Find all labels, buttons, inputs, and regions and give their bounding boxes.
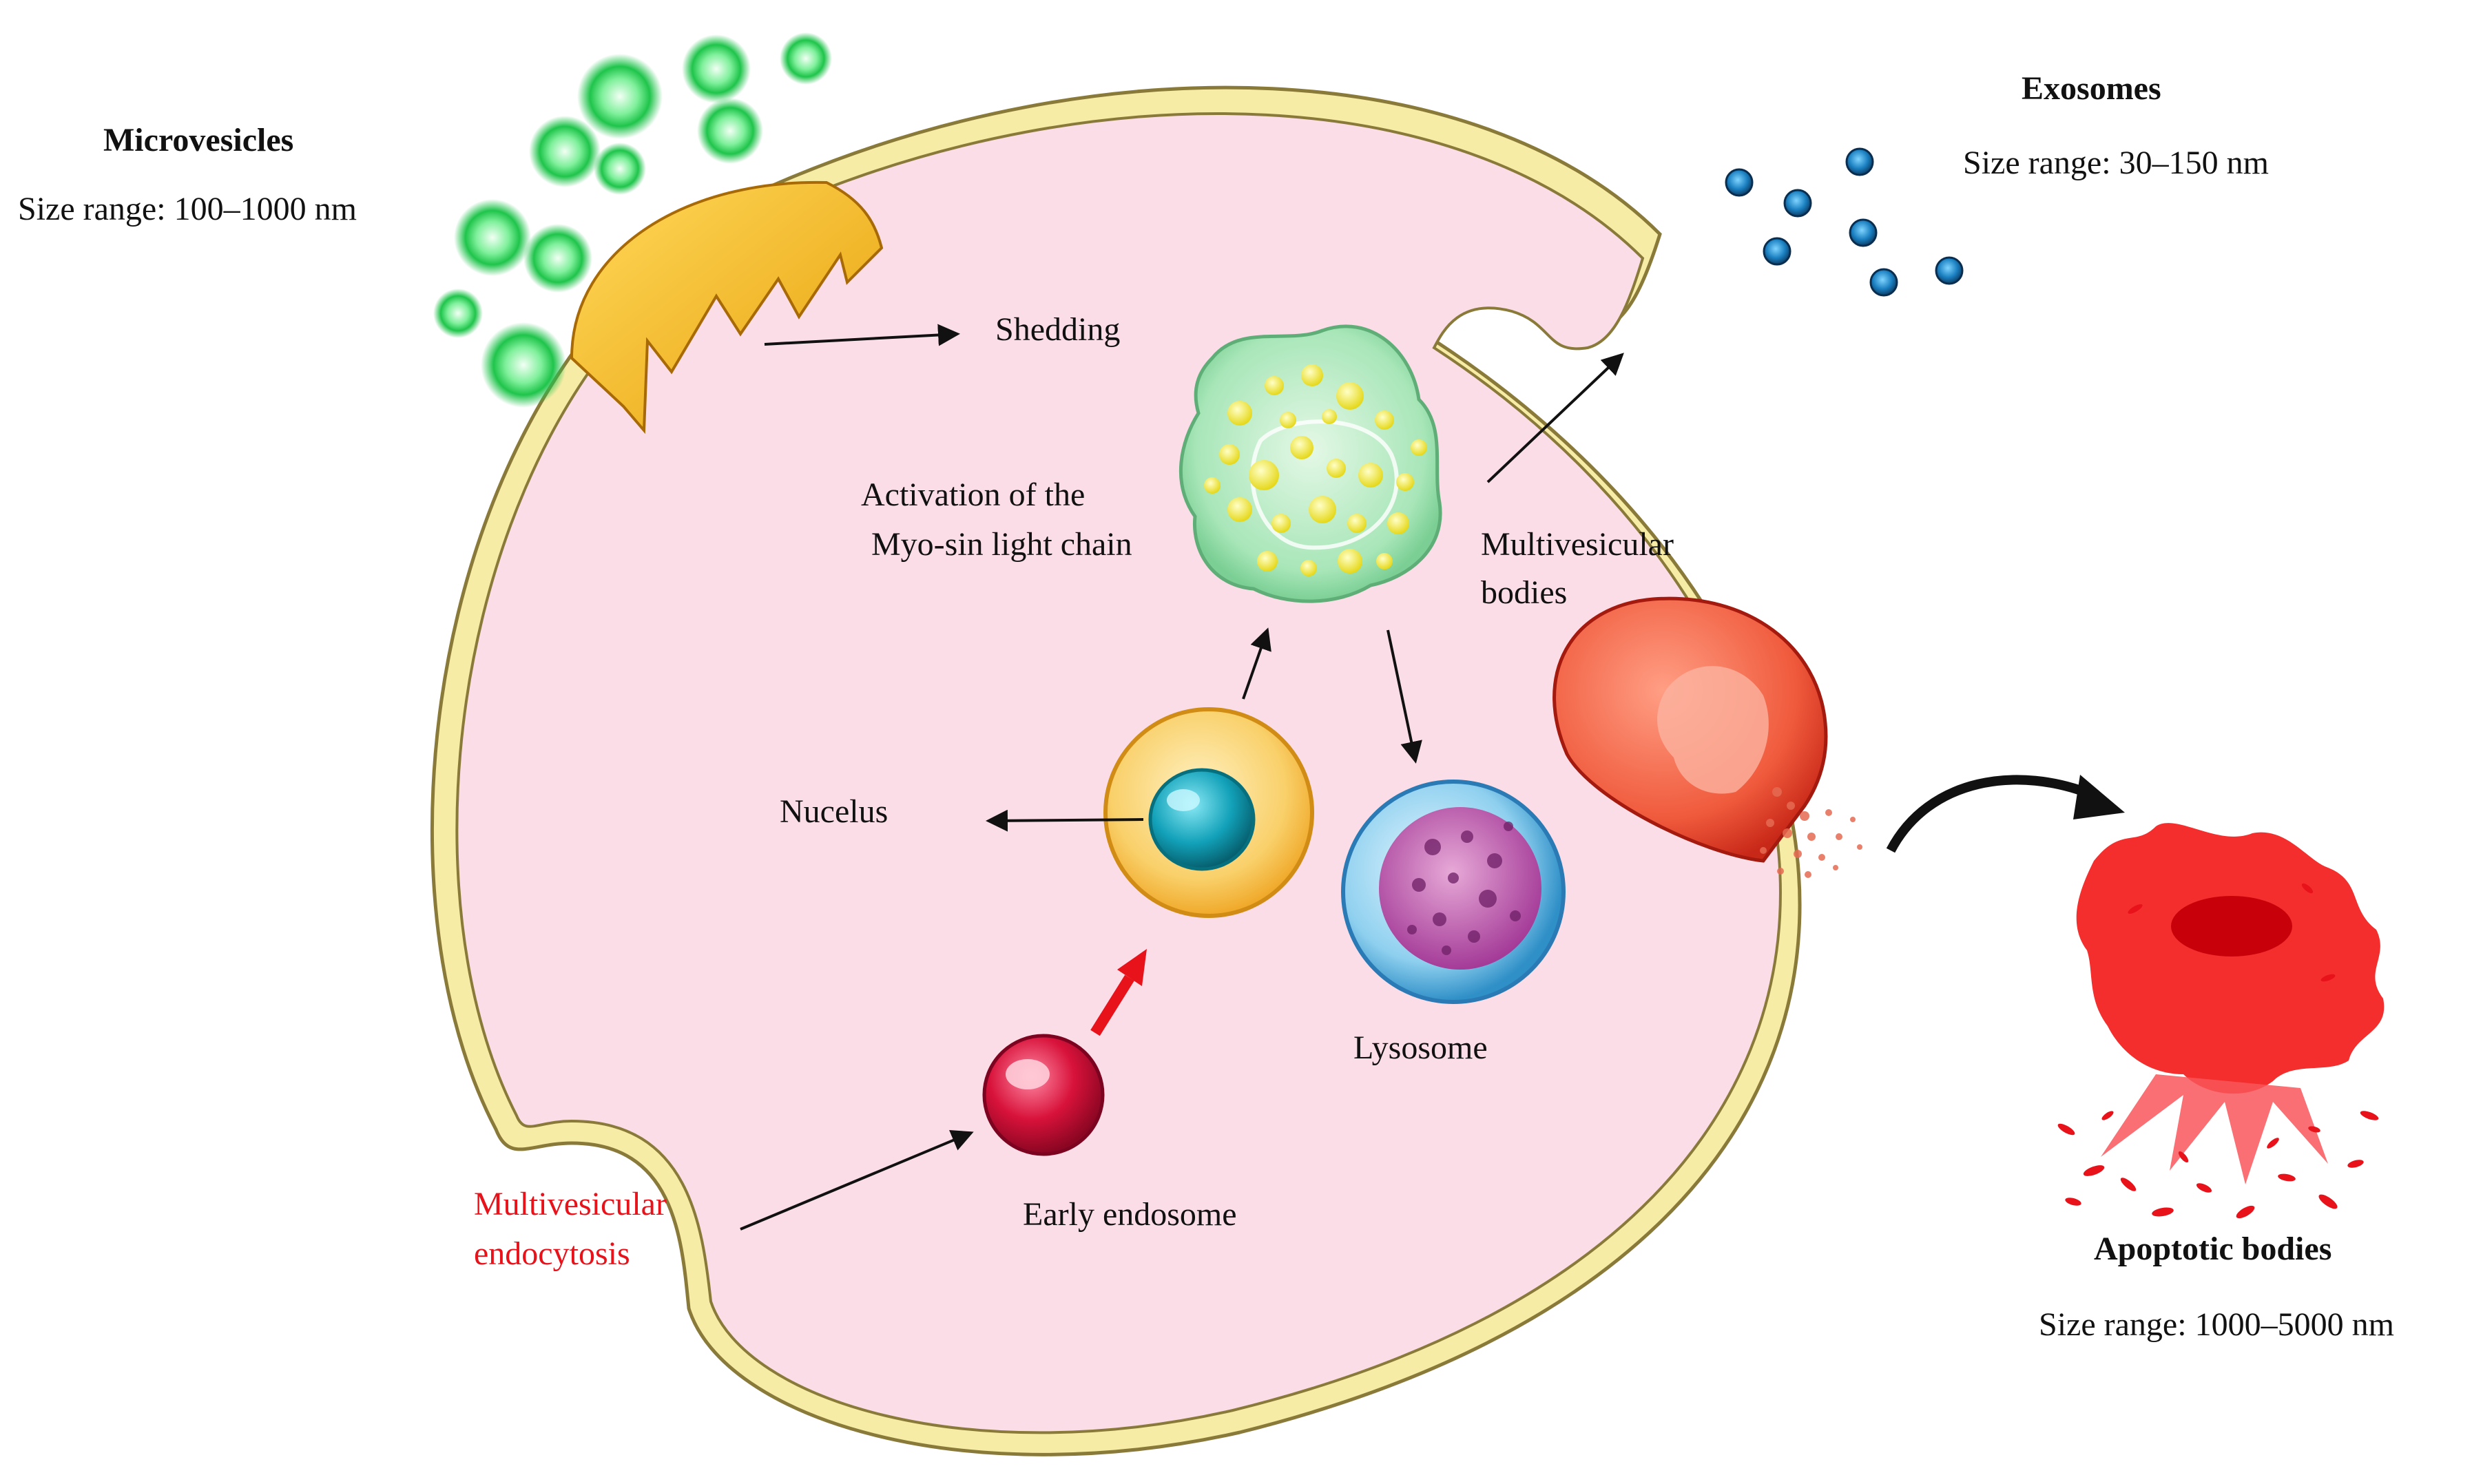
arrow-endocytosis: [740, 1130, 974, 1231]
shedding-cap-icon: [570, 180, 884, 435]
multivesicular-body-icon: [1178, 324, 1442, 603]
apoptosis-cell-icon: [1552, 596, 1862, 878]
nucleus-label: Nucelus: [780, 793, 889, 830]
apoptotic-bodies-size: Size range: 1000–5000 nm: [2039, 1306, 2394, 1343]
microvesicles-icon: [433, 32, 832, 408]
nucleus-cell-icon: [1103, 707, 1314, 918]
arrow-to-exosomes: [1486, 353, 1624, 483]
arrow-to-mvb: [1242, 627, 1271, 700]
arrow-to-lysosome: [1386, 629, 1422, 764]
endocytosis-label-line2: endocytosis: [474, 1235, 630, 1272]
apoptotic-bodies-icon: [2057, 823, 2385, 1219]
endocytosis-label-line1: Multivesicular: [474, 1186, 667, 1222]
multivesicular-bodies-label-line1: Multivesicular: [1481, 526, 1674, 563]
red-arrow-icon: [1090, 949, 1147, 1036]
microvesicles-title: Microvesicles: [103, 122, 294, 158]
pathway-arrows: [740, 324, 1624, 1231]
shedding-label: Shedding: [995, 311, 1121, 348]
microvesicles-size: Size range: 100–1000 nm: [18, 191, 357, 227]
lysosome-icon: [1341, 780, 1566, 1004]
curved-arrow-icon: [1886, 775, 2125, 853]
apoptotic-bodies-title: Apoptotic bodies: [2094, 1231, 2332, 1267]
lysosome-label: Lysosome: [1353, 1030, 1488, 1066]
exosomes-size: Size range: 30–150 nm: [1963, 145, 2269, 181]
early-endosome-icon: [982, 1034, 1105, 1156]
exosomes-icon: [1725, 147, 1964, 297]
arrow-shedding: [764, 324, 960, 346]
arrow-to-nucleus-label: [986, 809, 1144, 832]
activation-label-line2: Myo-sin light chain: [871, 526, 1132, 563]
early-endosome-label: Early endosome: [1023, 1196, 1237, 1233]
multivesicular-bodies-label-line2: bodies: [1481, 574, 1568, 611]
exosomes-title: Exosomes: [2022, 70, 2161, 107]
activation-label-line1: Activation of the: [861, 477, 1086, 513]
